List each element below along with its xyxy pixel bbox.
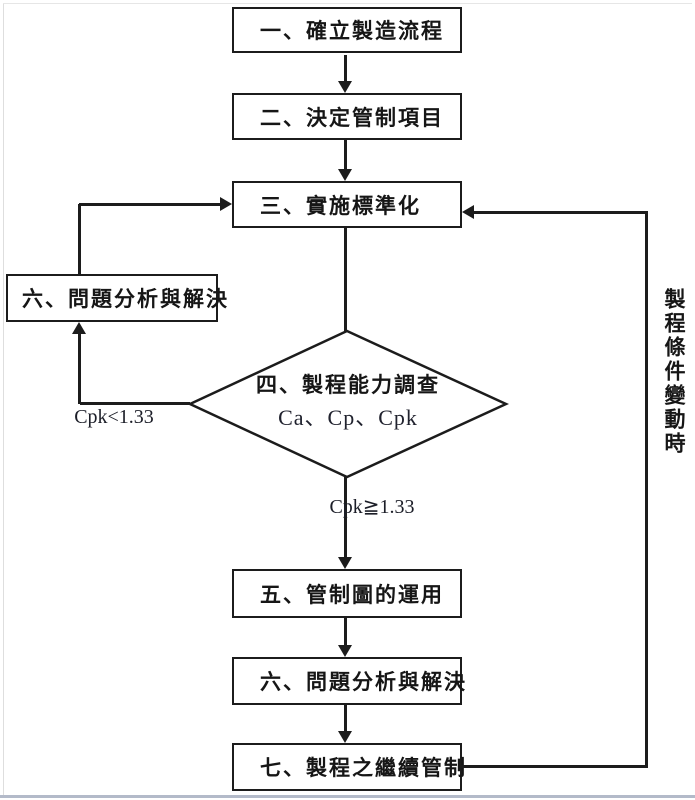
page-edge-top — [3, 3, 692, 4]
step-label: 六、問題分析與解決 — [260, 671, 467, 694]
connector-step1-step2 — [344, 55, 347, 82]
decision-title: 四、製程能力調查 — [256, 374, 440, 397]
arrowhead-step5 — [338, 557, 352, 569]
page-edge-bottom — [0, 795, 695, 798]
arrowhead-step3-right — [462, 205, 474, 219]
connector-step2-step3 — [344, 140, 347, 170]
step-box-5-control-chart-use: 五、管制圖的運用 — [232, 569, 462, 618]
page-edge-left — [3, 3, 4, 795]
step-box-6-problem-solving: 六、問題分析與解決 — [232, 657, 465, 705]
branch-label-cpk-pass: Cpk≧1.33 — [329, 496, 415, 518]
connector-step7-right — [460, 765, 648, 768]
connector-step3-decision — [344, 228, 347, 331]
step-box-6-problem-solving-loop: 六、問題分析與解決 — [6, 274, 227, 322]
arrowhead-step7 — [338, 731, 352, 743]
step-label: 六、問題分析與解決 — [22, 288, 229, 311]
decision-diamond-shape — [187, 329, 509, 479]
step-box-3-standardization: 三、實施標準化 — [232, 181, 462, 228]
step-box-2-decide-control-items: 二、決定管制項目 — [232, 93, 462, 140]
connector-problem-to-step3 — [79, 203, 220, 206]
connector-fail-up — [78, 332, 81, 404]
decision-subtitle: Ca、Cp、Cpk — [278, 405, 418, 430]
connector-step6-step7 — [344, 705, 347, 732]
connector-right-up — [645, 211, 648, 768]
connector-problem-up — [78, 204, 81, 274]
step-label: 一、確立製造流程 — [260, 20, 444, 43]
branch-label-cpk-fail: Cpk<1.33 — [74, 406, 154, 428]
arrowhead-step3 — [338, 169, 352, 181]
step-label: 三、實施標準化 — [260, 194, 421, 218]
arrowhead-problem-box — [72, 322, 86, 334]
connector-step5-step6 — [344, 618, 347, 646]
connector-right-to-step3 — [474, 211, 648, 214]
step-label: 七、製程之繼續管制 — [260, 757, 467, 780]
arrowhead-step3-left — [220, 197, 232, 211]
arrowhead-step2 — [338, 81, 352, 93]
step-label: 二、決定管制項目 — [260, 106, 444, 130]
step-box-7-continuous-control: 七、製程之繼續管制 — [232, 743, 465, 791]
connector-decision-step5 — [344, 476, 347, 557]
step-label: 五、管制圖的運用 — [260, 583, 444, 607]
arrowhead-step6 — [338, 645, 352, 657]
feedback-label-process-condition-change: 製程條件變動時 — [662, 288, 685, 456]
step-box-1-establish-process: 一、確立製造流程 — [232, 7, 462, 53]
connector-decision-fail-horizontal — [80, 402, 190, 405]
